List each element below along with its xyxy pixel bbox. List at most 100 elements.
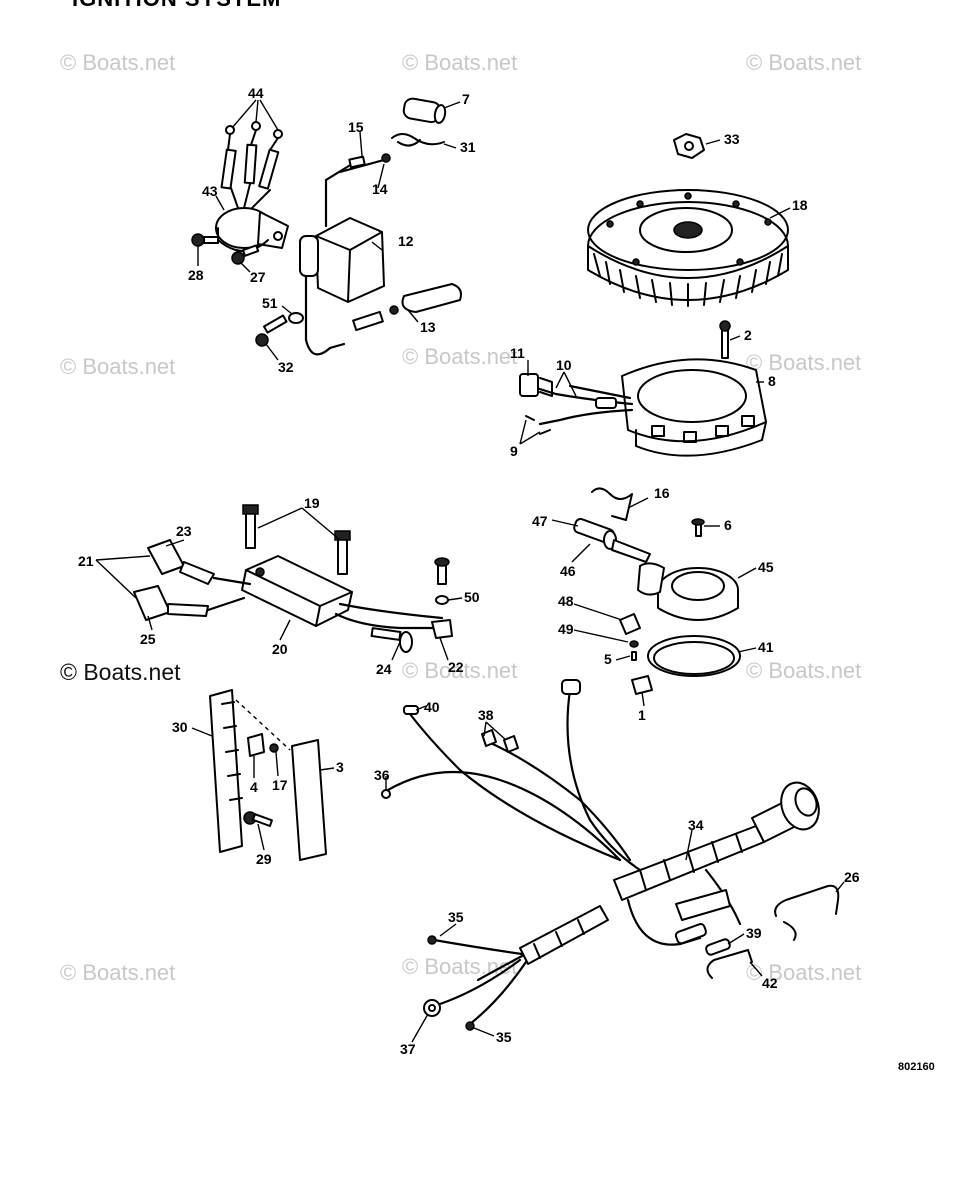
watermark: © Boats.net: [60, 960, 175, 985]
part-flywheel: [587, 189, 789, 307]
callout-7: 7: [462, 91, 470, 107]
part-pack-connectors: [133, 539, 252, 621]
callout-19: 19: [304, 495, 320, 511]
watermark: © Boats.net: [402, 658, 517, 683]
part-stator-leads: [519, 373, 634, 435]
callout-50: 50: [464, 589, 480, 605]
callout-numbers: 44 43 28 27 15 14 7 31 12 13 51 32 33 18…: [78, 85, 860, 1057]
callout-12: 12: [398, 233, 414, 249]
callout-46: 46: [560, 563, 576, 579]
part-main-connector: [751, 781, 820, 843]
part-stator: [621, 358, 767, 457]
callout-21: 21: [78, 553, 94, 569]
callout-22: 22: [448, 659, 464, 675]
part-timer-clips: [619, 613, 653, 695]
watermarks: © Boats.net © Boats.net © Boats.net © Bo…: [60, 50, 861, 985]
part-terminal-hardware: [243, 733, 279, 827]
part-washer: [288, 312, 304, 324]
watermark: © Boats.net: [746, 960, 861, 985]
part-boot: [402, 97, 447, 124]
callout-44: 44: [248, 85, 264, 101]
callout-13: 13: [420, 319, 436, 335]
callout-32: 32: [278, 359, 294, 375]
watermark: © Boats.net: [746, 50, 861, 75]
part-retaining-ring: [647, 635, 741, 677]
callout-47: 47: [532, 513, 548, 529]
callout-33: 33: [724, 131, 740, 147]
part-screw-32: [255, 314, 288, 347]
callout-11: 11: [510, 345, 525, 361]
diagram-title: IGNITION SYSTEM: [72, 0, 281, 12]
callout-41: 41: [758, 639, 774, 655]
part-terminal-block: [209, 689, 291, 853]
leader-lines: [95, 99, 845, 1043]
callout-28: 28: [188, 267, 204, 283]
callout-15: 15: [348, 119, 364, 135]
part-timer-base: [637, 562, 739, 621]
watermark: © Boats.net: [746, 350, 861, 375]
part-pack-screws: [242, 504, 351, 575]
callout-38: 38: [478, 707, 494, 723]
part-spring-clip: [391, 133, 445, 147]
part-stator-screw: [719, 320, 731, 359]
callout-29: 29: [256, 851, 272, 867]
part-timer-base-assembly: [573, 487, 705, 563]
part-wiring-harness: [381, 679, 765, 901]
callout-8: 8: [768, 373, 776, 389]
callout-42: 42: [762, 975, 778, 991]
part-screws-27-28: [191, 233, 260, 265]
callout-27: 27: [250, 269, 266, 285]
callout-4: 4: [250, 779, 258, 795]
callout-18: 18: [792, 197, 808, 213]
part-flywheel-nut: [673, 133, 705, 159]
callout-24: 24: [376, 661, 392, 677]
part-pack-leads: [334, 557, 453, 653]
watermark: © Boats.net: [60, 354, 175, 379]
reference-number: 802160: [898, 1061, 935, 1073]
callout-6: 6: [724, 517, 732, 533]
part-wire-bracket: [774, 884, 840, 941]
callout-3: 3: [336, 759, 344, 775]
callout-2: 2: [744, 327, 752, 343]
callout-26: 26: [844, 869, 860, 885]
callout-35: 35: [496, 1029, 512, 1045]
watermark: © Boats.net: [60, 659, 181, 685]
callout-9: 9: [510, 443, 518, 459]
callout-23: 23: [176, 523, 192, 539]
watermark: © Boats.net: [746, 658, 861, 683]
callout-10: 10: [556, 357, 572, 373]
callout-25: 25: [140, 631, 156, 647]
watermark: © Boats.net: [402, 50, 517, 75]
callout-39: 39: [746, 925, 762, 941]
callout-35: 35: [448, 909, 464, 925]
part-rectifier: [215, 207, 289, 252]
callout-45: 45: [758, 559, 774, 575]
callout-20: 20: [272, 641, 288, 657]
part-suppressor: [352, 283, 462, 332]
part-lower-harness: [423, 905, 609, 1031]
callout-48: 48: [558, 593, 574, 609]
callout-30: 30: [172, 719, 188, 735]
callout-51: 51: [262, 295, 278, 311]
part-fuse-holder: [626, 868, 753, 979]
callout-40: 40: [424, 699, 440, 715]
callout-5: 5: [604, 651, 612, 667]
callout-49: 49: [558, 621, 574, 637]
part-ignition-coil: [299, 162, 385, 356]
callout-34: 34: [688, 817, 704, 833]
part-power-pack: [241, 555, 353, 627]
part-spark-plug-leads: [220, 121, 283, 211]
callout-31: 31: [460, 139, 476, 155]
part-high-tension-lead: [338, 153, 391, 174]
callout-14: 14: [372, 181, 388, 197]
callout-16: 16: [654, 485, 670, 501]
watermark: © Boats.net: [402, 344, 517, 369]
watermark: © Boats.net: [60, 50, 175, 75]
callout-17: 17: [272, 777, 288, 793]
callout-1: 1: [638, 707, 646, 723]
callout-37: 37: [400, 1041, 416, 1057]
part-terminal-cover: [291, 739, 327, 861]
callout-36: 36: [374, 767, 390, 783]
callout-43: 43: [202, 183, 218, 199]
